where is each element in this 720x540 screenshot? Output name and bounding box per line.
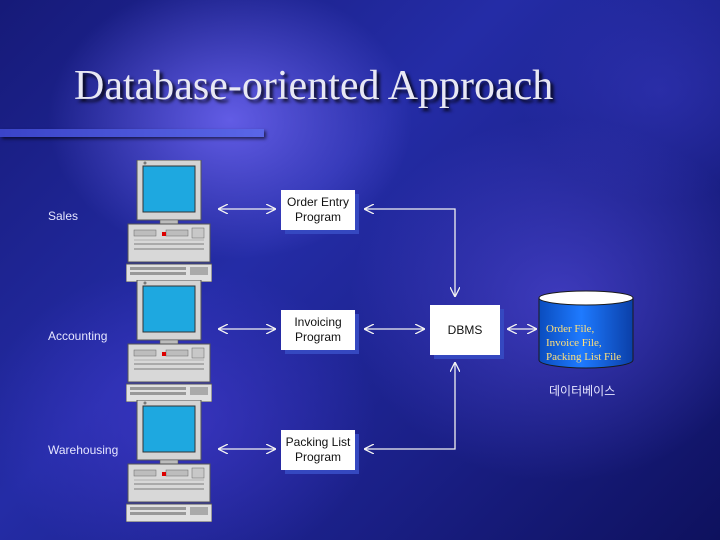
double-arrow-icon	[365, 209, 455, 296]
dept-label-accounting: Accounting	[48, 329, 108, 343]
title-underline	[0, 129, 264, 137]
dept-label-sales: Sales	[48, 209, 79, 223]
computer-icon	[126, 280, 212, 402]
program-label-line1: Order Entry	[286, 195, 349, 209]
program-label-line2: Program	[294, 210, 341, 224]
database-caption: 데이터베이스	[549, 384, 616, 398]
database-file: Invoice File,	[546, 337, 602, 349]
program-box-invoicing: Invoicing Program	[281, 310, 355, 350]
database-file: Packing List File	[546, 351, 622, 363]
program-label-line2: Program	[294, 330, 341, 344]
database-file-list: Order File, Invoice File, Packing List F…	[546, 322, 632, 364]
slide-title: Database-oriented Approach	[74, 63, 554, 109]
program-box-packing-list: Packing List Program	[281, 430, 355, 470]
computer-icon	[126, 160, 212, 282]
program-label-line1: Packing List	[285, 435, 351, 449]
dbms-box: DBMS	[430, 305, 500, 355]
computer-icon	[126, 400, 212, 522]
double-arrow-icon	[365, 363, 455, 449]
program-label-line2: Program	[294, 450, 341, 464]
program-label-line1: Invoicing	[294, 315, 342, 329]
database-cylinder-icon	[538, 290, 634, 369]
program-box-order-entry: Order Entry Program	[281, 190, 355, 230]
dbms-label: DBMS	[447, 322, 483, 337]
database-file: Order File,	[546, 323, 595, 335]
dept-label-warehousing: Warehousing	[48, 443, 119, 457]
